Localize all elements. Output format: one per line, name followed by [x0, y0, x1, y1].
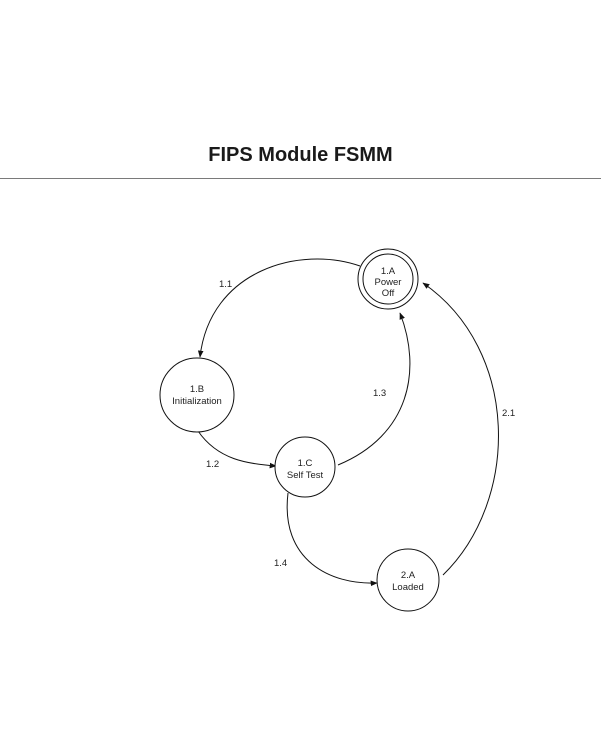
transition-2-1-label: 2.1 — [502, 408, 515, 419]
state-loaded-label: Loaded — [392, 582, 424, 593]
state-power-off-label-1: Power — [375, 277, 402, 288]
transition-1-2-edge — [197, 430, 277, 469]
state-initialization: 1.B Initialization — [159, 357, 235, 433]
state-power-off-id: 1.A — [381, 266, 396, 277]
transition-1-4-edge — [286, 492, 378, 587]
state-self-test: 1.C Self Test — [274, 436, 336, 498]
transition-1-1-label: 1.1 — [219, 279, 232, 290]
state-power-off-label-2: Off — [382, 288, 395, 299]
state-power-off: 1.A Power Off — [357, 248, 419, 310]
state-initialization-label: Initialization — [172, 396, 222, 407]
transition-1-3-edge — [337, 312, 411, 466]
transition-1-1-edge — [197, 258, 361, 358]
transition-1-4-label: 1.4 — [274, 558, 287, 569]
page-title: FIPS Module FSMM — [208, 144, 393, 166]
transition-1-3-label: 1.3 — [373, 388, 386, 399]
state-self-test-id: 1.C — [298, 458, 313, 469]
state-loaded-id: 2.A — [401, 570, 416, 581]
transition-2-1-edge — [422, 282, 499, 576]
title-divider — [0, 178, 601, 179]
transition-1-2-label: 1.2 — [206, 459, 219, 470]
state-loaded: 2.A Loaded — [376, 548, 440, 612]
state-self-test-label: Self Test — [287, 470, 324, 481]
state-initialization-id: 1.B — [190, 384, 204, 395]
